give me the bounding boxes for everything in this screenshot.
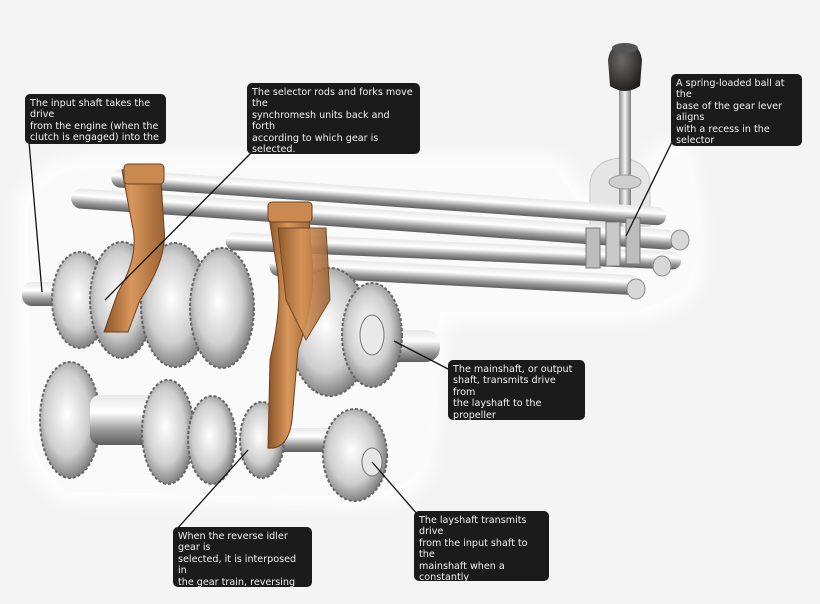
callout-reverse-idler: When the reverse idler gear is selected,… bbox=[173, 527, 312, 587]
callout-spring-ball: A spring-loaded ball at the base of the … bbox=[671, 74, 802, 146]
leader-selector-rods bbox=[104, 151, 253, 301]
leader-mainshaft bbox=[393, 340, 451, 371]
selector-forks bbox=[103, 163, 331, 449]
leader-lines bbox=[28, 139, 674, 531]
callout-mainshaft: The mainshaft, or output shaft, transmit… bbox=[448, 360, 585, 420]
leader-input-shaft bbox=[28, 141, 43, 293]
gear-lever bbox=[589, 43, 651, 227]
selector-rods bbox=[71, 169, 690, 300]
callout-input-shaft: The input shaft takes the drive from the… bbox=[25, 94, 166, 144]
leader-reverse-idler bbox=[175, 449, 249, 531]
leader-layshaft bbox=[371, 461, 419, 516]
callout-selector-rods: The selector rods and forks move the syn… bbox=[247, 83, 420, 154]
callout-layshaft: The layshaft transmits drive from the in… bbox=[414, 511, 549, 581]
layshaft-gears bbox=[39, 361, 388, 502]
leader-spring-ball bbox=[625, 139, 674, 237]
